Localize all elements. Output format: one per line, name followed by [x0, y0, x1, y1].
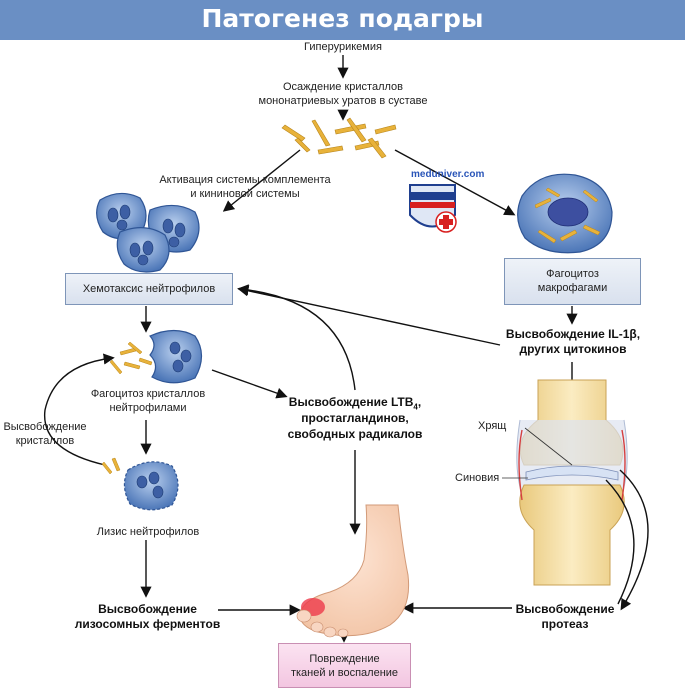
hyperuricemia-label: Гиперурикемия [268, 40, 418, 54]
macrophage-cell [518, 174, 612, 253]
phagocytosing-neutrophil [110, 331, 202, 383]
damage-box: Повреждение тканей и воспаление [278, 643, 411, 688]
il1-label-line1: Высвобождение IL-1β, [488, 327, 658, 341]
protease-label-line1: Высвобождение [505, 602, 625, 616]
cartilage-label: Хрящ [478, 419, 528, 433]
watermark-text: meduniver.com [411, 169, 484, 180]
neutrophil-cluster [97, 193, 199, 272]
chemotaxis-label: Хемотаксис нейтрофилов [83, 283, 215, 295]
knee-joint [517, 380, 627, 585]
complement-label-line2: и кининовой системы [150, 187, 340, 201]
arrow-ltb4-to-chemotaxis [240, 289, 355, 390]
synovium-label: Синовия [455, 471, 505, 485]
ltb4-label-line3: свободных радикалов [275, 427, 435, 441]
damage-label-line2: тканей и воспаление [279, 666, 410, 680]
damage-label-line1: Повреждение [279, 652, 410, 666]
crystal-release-line2: кристаллов [0, 434, 90, 448]
crystal-release-line1: Высвобождение [0, 420, 90, 434]
ltb4-label-line2: простагландинов, [275, 411, 435, 425]
deposition-label-line1: Осаждение кристаллов [228, 80, 458, 94]
protease-label-line2: протеаз [505, 617, 625, 631]
macrophage-box: Фагоцитоз макрофагами [504, 258, 641, 305]
lysosomal-label-line2: лизосомных ферментов [65, 617, 230, 631]
medical-logo-icon [410, 185, 456, 232]
neutrophil-phagocytosis-line2: нейтрофилами [68, 401, 228, 415]
neutrophil-phagocytosis-line1: Фагоцитоз кристаллов [68, 387, 228, 401]
deposition-label-line2: мононатриевых уратов в суставе [228, 94, 458, 108]
chemotaxis-box: Хемотаксис нейтрофилов [65, 273, 233, 305]
complement-label-line1: Активация системы комплемента [150, 173, 340, 187]
lysing-neutrophil [102, 458, 178, 510]
urate-crystals [282, 118, 396, 158]
macrophage-label-line2: макрофагами [505, 281, 640, 295]
foot-illustration [297, 505, 409, 637]
macrophage-label-line1: Фагоцитоз [505, 267, 640, 281]
lysosomal-label-line1: Высвобождение [65, 602, 230, 616]
lysis-label: Лизис нейтрофилов [78, 525, 218, 539]
il1-label-line2: других цитокинов [488, 342, 658, 356]
